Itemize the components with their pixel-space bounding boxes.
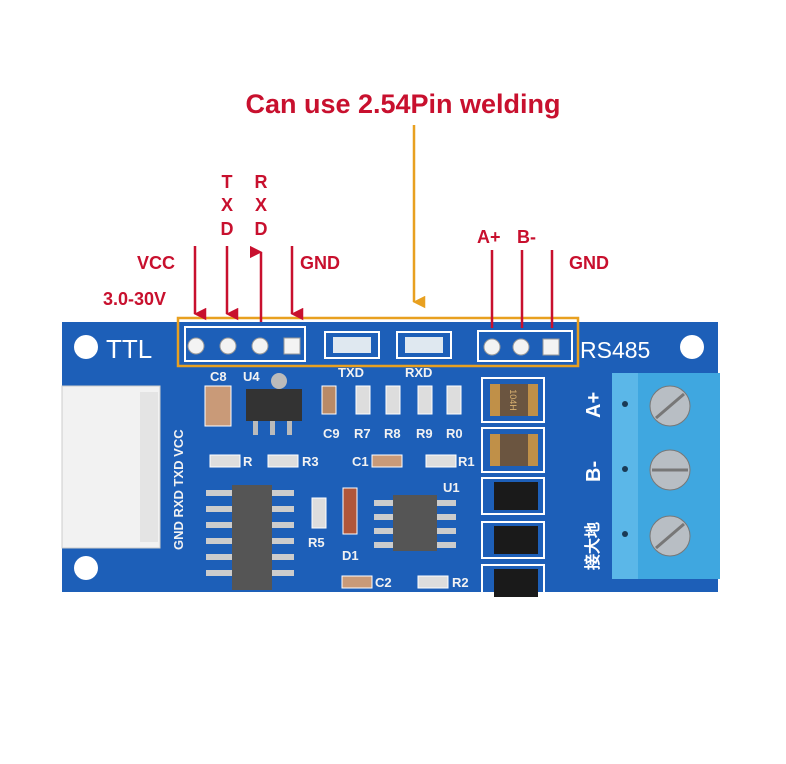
connector-pin-labels: GND RXD TXD VCC [171,429,186,550]
mount-hole [74,335,98,359]
silk-u1: U1 [443,480,460,495]
silk-r4: R [243,454,253,469]
mount-hole [74,556,98,580]
silk-rxd: RXD [405,365,432,380]
silk-r5: R5 [308,535,325,550]
silk-c9: C9 [323,426,340,441]
silk-r9: R9 [416,426,433,441]
silk-r1: R1 [458,454,475,469]
silk-ground-cn: 接大地 [583,522,602,570]
silk-txd: TXD [338,365,364,380]
silk-r3: R3 [302,454,319,469]
silk-d1: D1 [342,548,359,563]
silk-a-plus: A+ [583,392,605,418]
vcc-label: VCC [137,253,175,273]
silk-r0: R0 [446,426,463,441]
txd-letter: X [221,195,233,215]
fuse [481,427,545,473]
rs485-label: RS485 [580,337,650,363]
ttl-label: TTL [106,334,152,364]
screw-terminal-block [612,373,720,579]
capacitor-c8 [204,385,232,427]
tvs-diode [481,477,545,515]
silk-r8: R8 [384,426,401,441]
b-minus-label: B- [517,227,536,247]
a-plus-label: A+ [477,227,501,247]
headline: Can use 2.54Pin welding [245,89,560,119]
rxd-letter: D [255,219,268,239]
tvs-diode [481,564,545,602]
gnd-ttl-label: GND [300,253,340,273]
ic-sop16 [232,485,272,590]
ttl-pins [187,337,301,355]
silk-u4: U4 [243,369,260,384]
diode-d1 [342,487,358,535]
tvs-diode [481,521,545,559]
pin-header-frame [176,316,580,368]
silk-c1: C1 [352,454,369,469]
led-txd [324,331,380,359]
led-rxd [396,331,452,359]
txd-letter: D [221,219,234,239]
silk-r2: R2 [452,575,469,590]
regulator-u4 [246,389,302,421]
rs485-pins [483,338,560,356]
txd-letter: T [222,172,233,192]
ic-u1 [393,495,437,551]
fuse: 104H [481,377,545,423]
small-parts-row [321,385,462,415]
mount-hole [680,335,704,359]
silk-c2: C2 [375,575,392,590]
silk-r7: R7 [354,426,371,441]
rxd-letter: R [255,172,268,192]
rxd-letter: X [255,195,267,215]
silk-c8: C8 [210,369,227,384]
vcc-range-label: 3.0-30V [103,289,166,309]
fuse-marking: 104H [508,389,518,411]
gnd-rs485-label: GND [569,253,609,273]
silk-b-minus: B- [583,461,605,482]
